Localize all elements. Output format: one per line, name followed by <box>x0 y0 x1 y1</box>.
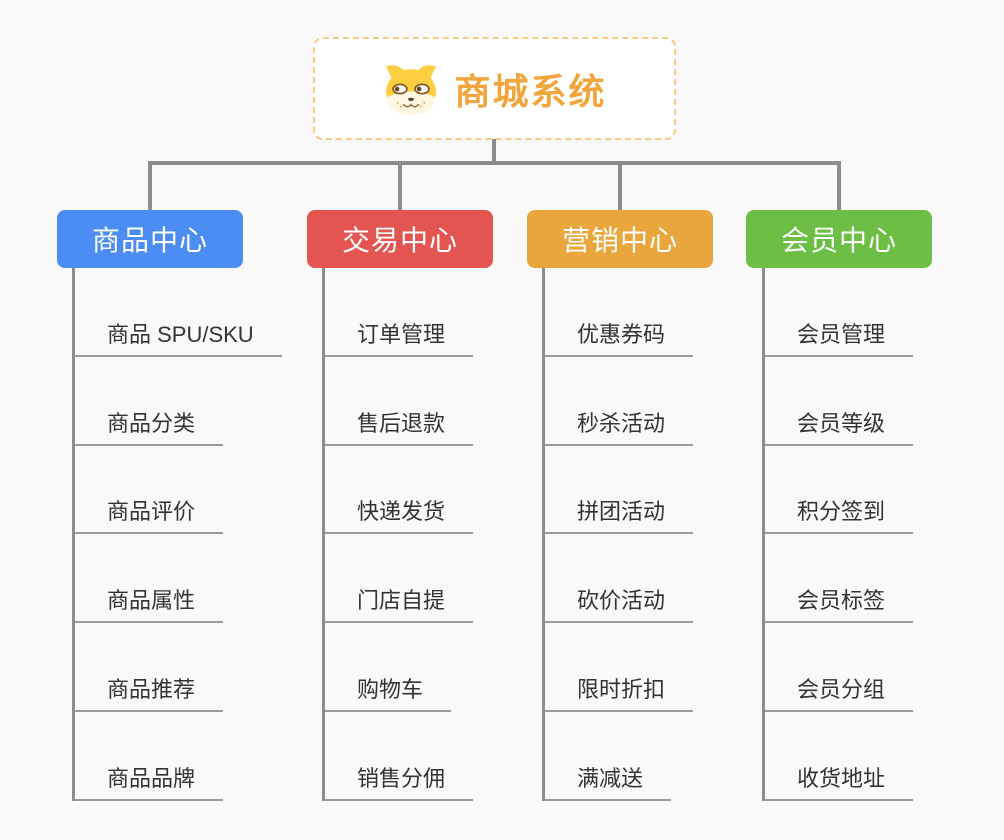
leaf-node[interactable]: 销售分佣 <box>325 712 474 801</box>
leaf-node[interactable]: 限时折扣 <box>545 623 694 712</box>
leaf-node[interactable]: 商品 SPU/SKU <box>75 268 282 357</box>
leaf-node[interactable]: 门店自提 <box>325 534 474 624</box>
root-title: 商城系统 <box>454 70 607 112</box>
branch-node-trade-center[interactable]: 交易中心 <box>307 210 493 268</box>
shiba-dog-icon <box>382 62 440 116</box>
leaf-node[interactable]: 购物车 <box>325 623 452 712</box>
connector-drop-1 <box>148 161 152 210</box>
connector-horizontal <box>148 161 841 165</box>
connector-drop-3 <box>618 161 622 210</box>
leaf-node[interactable]: 收货地址 <box>765 712 914 801</box>
leaf-node[interactable]: 商品推荐 <box>75 623 224 712</box>
branch-column-trade: 订单管理 售后退款 快递发货 门店自提 购物车 销售分佣 <box>322 268 474 801</box>
branch-node-product-center[interactable]: 商品中心 <box>57 210 243 268</box>
leaf-node[interactable]: 会员标签 <box>765 534 914 624</box>
leaf-node[interactable]: 积分签到 <box>765 446 914 535</box>
connector-root-stem <box>492 139 496 163</box>
leaf-node[interactable]: 售后退款 <box>325 357 474 446</box>
leaf-node[interactable]: 订单管理 <box>325 268 474 357</box>
root-node[interactable]: 商城系统 <box>313 37 676 140</box>
connector-drop-4 <box>837 161 841 210</box>
leaf-node[interactable]: 快递发货 <box>325 446 474 535</box>
leaf-node[interactable]: 秒杀活动 <box>545 357 694 446</box>
leaf-node[interactable]: 会员等级 <box>765 357 914 446</box>
leaf-node[interactable]: 会员分组 <box>765 623 914 712</box>
leaf-node[interactable]: 商品分类 <box>75 357 224 446</box>
leaf-node[interactable]: 商品品牌 <box>75 712 224 801</box>
leaf-node[interactable]: 优惠券码 <box>545 268 694 357</box>
branch-node-marketing-center[interactable]: 营销中心 <box>527 210 713 268</box>
leaf-node[interactable]: 商品评价 <box>75 446 224 535</box>
leaf-node[interactable]: 商品属性 <box>75 534 224 624</box>
leaf-node[interactable]: 会员管理 <box>765 268 914 357</box>
branch-column-marketing: 优惠券码 秒杀活动 拼团活动 砍价活动 限时折扣 满减送 <box>542 268 694 801</box>
branch-node-member-center[interactable]: 会员中心 <box>746 210 932 268</box>
leaf-node[interactable]: 砍价活动 <box>545 534 694 624</box>
leaf-node[interactable]: 满减送 <box>545 712 672 801</box>
branch-column-member: 会员管理 会员等级 积分签到 会员标签 会员分组 收货地址 <box>762 268 914 801</box>
connector-drop-2 <box>398 161 402 210</box>
leaf-node[interactable]: 拼团活动 <box>545 446 694 535</box>
branch-column-product: 商品 SPU/SKU 商品分类 商品评价 商品属性 商品推荐 商品品牌 <box>72 268 282 801</box>
